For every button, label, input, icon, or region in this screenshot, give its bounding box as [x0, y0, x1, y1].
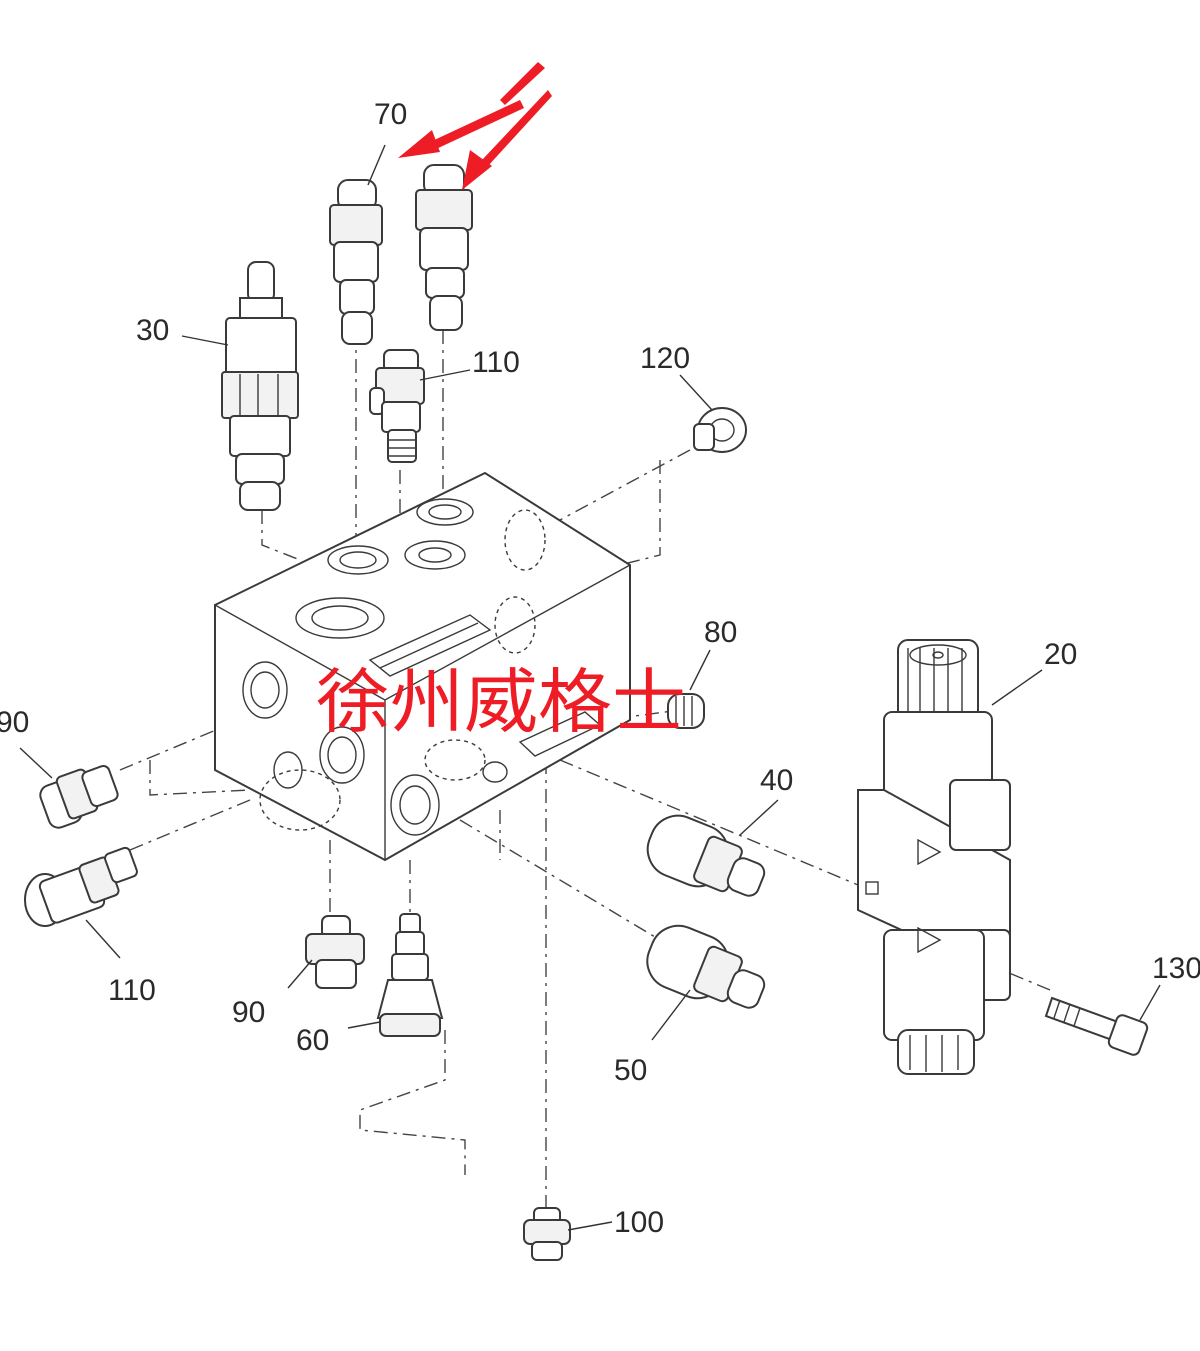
callout-120: 120: [640, 342, 690, 375]
part-50-valve: [646, 924, 766, 1009]
callout-40: 40: [760, 764, 793, 797]
callout-80: 80: [704, 616, 737, 649]
callout-110-top: 110: [472, 346, 520, 379]
part-120-plug: [693, 407, 747, 453]
callout-100: 100: [614, 1206, 664, 1239]
red-arrows: [398, 62, 552, 190]
callout-130: 130: [1152, 952, 1200, 985]
callout-70: 70: [374, 98, 407, 131]
part-110-fitting-left: [24, 846, 138, 927]
callout-50: 50: [614, 1054, 647, 1087]
callout-60: 60: [296, 1024, 329, 1057]
callout-90-left: 90: [0, 706, 29, 739]
callout-20: 20: [1044, 638, 1077, 671]
part-70-cartridge-valve-left: [329, 179, 383, 345]
part-80-plug: [667, 693, 705, 729]
part-20-solenoid-valve: [857, 639, 1011, 1075]
part-90-adapter-left: [39, 764, 119, 829]
callout-90-bottom: 90: [232, 996, 265, 1029]
callout-30: 30: [136, 314, 169, 347]
part-90-adapter-bottom: [305, 915, 365, 989]
part-70-cartridge-valve-right: [415, 164, 473, 331]
part-100-plug: [523, 1207, 571, 1261]
part-110-fitting-top: [369, 349, 425, 463]
callout-labels: 70 30 110 120 80 20 90 40 110 90 60 50 1…: [0, 98, 1200, 1239]
part-40-valve: [646, 814, 766, 897]
part-130-bolt: [1044, 996, 1149, 1056]
callout-110-bottom: 110: [108, 974, 156, 1007]
part-30-cartridge-valve: [221, 261, 299, 511]
part-60-check-valve: [376, 913, 444, 1037]
valve-block: [214, 471, 631, 862]
leader-lines: [19, 144, 1161, 1231]
watermark-text: 徐州威格士: [316, 661, 686, 743]
